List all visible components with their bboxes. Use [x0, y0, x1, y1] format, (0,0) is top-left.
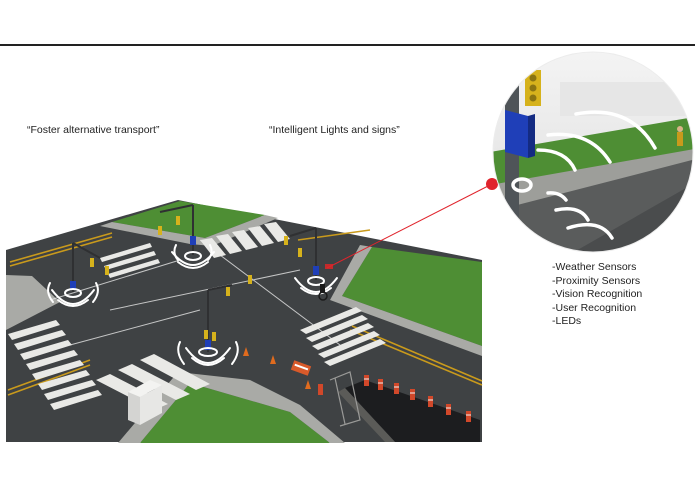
grass-bottom: [140, 383, 330, 443]
cyclist-icon: [677, 126, 683, 146]
fence: [329, 371, 361, 427]
callout-line: [326, 183, 493, 269]
construction-zone: [243, 347, 480, 442]
crosswalk-left: [8, 320, 102, 410]
top-divider-line: [0, 44, 695, 46]
signal-wave-icon: [511, 110, 657, 240]
construction-pit: [345, 380, 480, 442]
feature-user-recognition: -User Recognition: [552, 301, 637, 314]
crosswalk-right: [300, 307, 386, 366]
sensor-box-icon: [70, 236, 319, 350]
intersection-scene: [6, 200, 483, 443]
callout-dot: [486, 178, 498, 190]
crosswalk-top: [200, 222, 290, 258]
feature-weather-sensors: -Weather Sensors: [552, 261, 637, 273]
barrier-icon: [290, 360, 312, 376]
grass-right: [342, 247, 482, 346]
grass-top: [112, 201, 265, 238]
sidewalk-left: [6, 275, 60, 330]
feature-leds: -LEDs: [552, 315, 582, 328]
crosswalk-top-left: [100, 243, 160, 278]
traffic-light-icon: [525, 70, 541, 106]
zoom-detail-border: [492, 51, 694, 253]
feature-proximity-sensors: -Proximity Sensors: [552, 274, 641, 287]
traffic-light-heads: [90, 216, 302, 341]
utility-box-icon: [128, 380, 162, 425]
signal-wave-icon: [47, 244, 338, 366]
sensor-box-icon: [505, 110, 528, 158]
sidewalk-right: [330, 245, 482, 356]
feature-vision-recognition: -Vision Recognition: [552, 288, 643, 301]
zoom-detail-circle: [493, 52, 693, 252]
barrier-icon: [318, 375, 471, 422]
sensor-feature-list: -Weather Sensors -Proximity Sensors -Vis…: [552, 261, 642, 329]
lane-lines: [7, 229, 483, 396]
caption-intelligent-lights-and-signs: “Intelligent Lights and signs”: [269, 124, 400, 136]
caption-foster-alternative-transport: “Foster alternative transport”: [27, 124, 160, 136]
construction-pit-wall: [338, 388, 395, 442]
traffic-cone-icon: [243, 347, 311, 389]
